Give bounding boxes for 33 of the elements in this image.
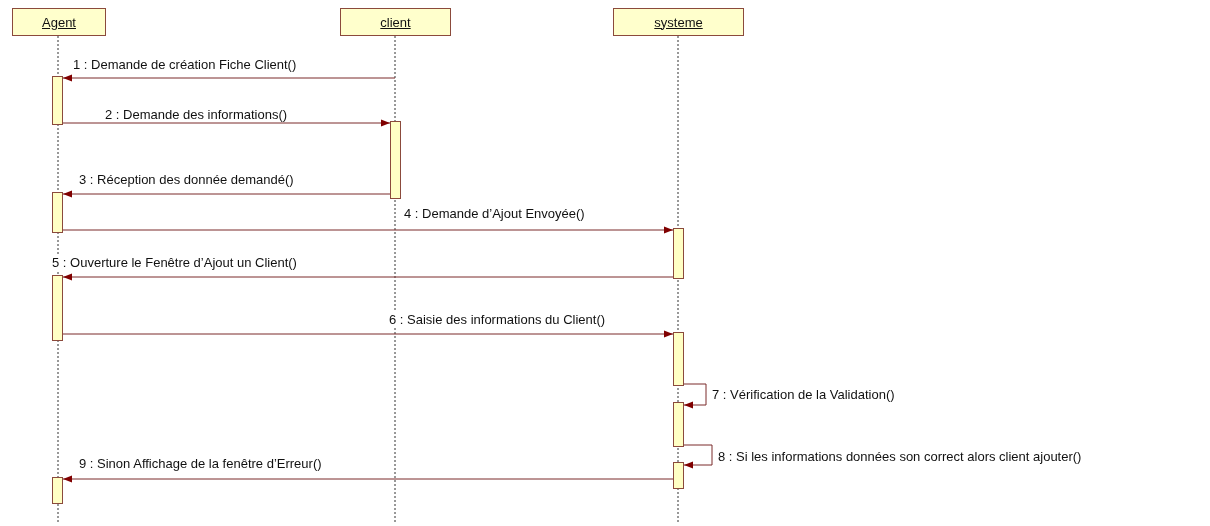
message-arrow (62, 190, 391, 198)
activation-bar (390, 121, 401, 199)
message-arrow (62, 226, 674, 234)
activation-bar (52, 192, 63, 233)
message-label: 8 : Si les informations données son correct alors client ajouter() (718, 449, 1082, 464)
message-arrow (62, 273, 674, 281)
lifeline-header (613, 8, 744, 36)
message-label: 5 : Ouverture le Fenêtre d’Ajout un Client() (52, 255, 297, 270)
message-label: 9 : Sinon Affichage de la fenêtre d’Erreur() (79, 456, 322, 471)
activation-bar (52, 275, 63, 341)
participant-name: client (380, 14, 411, 30)
message-arrow (62, 330, 674, 338)
message-arrow (62, 74, 396, 82)
lifeline-header (12, 8, 106, 36)
message-arrow (62, 475, 674, 483)
activation-bar (52, 477, 63, 504)
message-label: 2 : Demande des informations() (105, 107, 288, 122)
message-label: 4 : Demande d’Ajout Envoyée() (404, 206, 585, 221)
activation-bar (673, 462, 684, 489)
message-label: 6 : Saisie des informations du Client() (389, 312, 606, 327)
message-label: 3 : Réception des donnée demandé() (79, 172, 294, 187)
activation-bar (673, 332, 684, 386)
activation-bar (673, 402, 684, 447)
activation-bar (673, 228, 684, 279)
activation-bar (52, 76, 63, 125)
participant-name: systeme (654, 14, 703, 30)
message-arrow (683, 383, 707, 409)
lifeline-header (340, 8, 451, 36)
message-arrow (62, 119, 391, 127)
participant-name: Agent (42, 14, 76, 30)
message-label: 7 : Vérification de la Validation() (712, 387, 895, 402)
message-label: 1 : Demande de création Fiche Client() (73, 57, 297, 72)
message-arrow (683, 444, 713, 469)
